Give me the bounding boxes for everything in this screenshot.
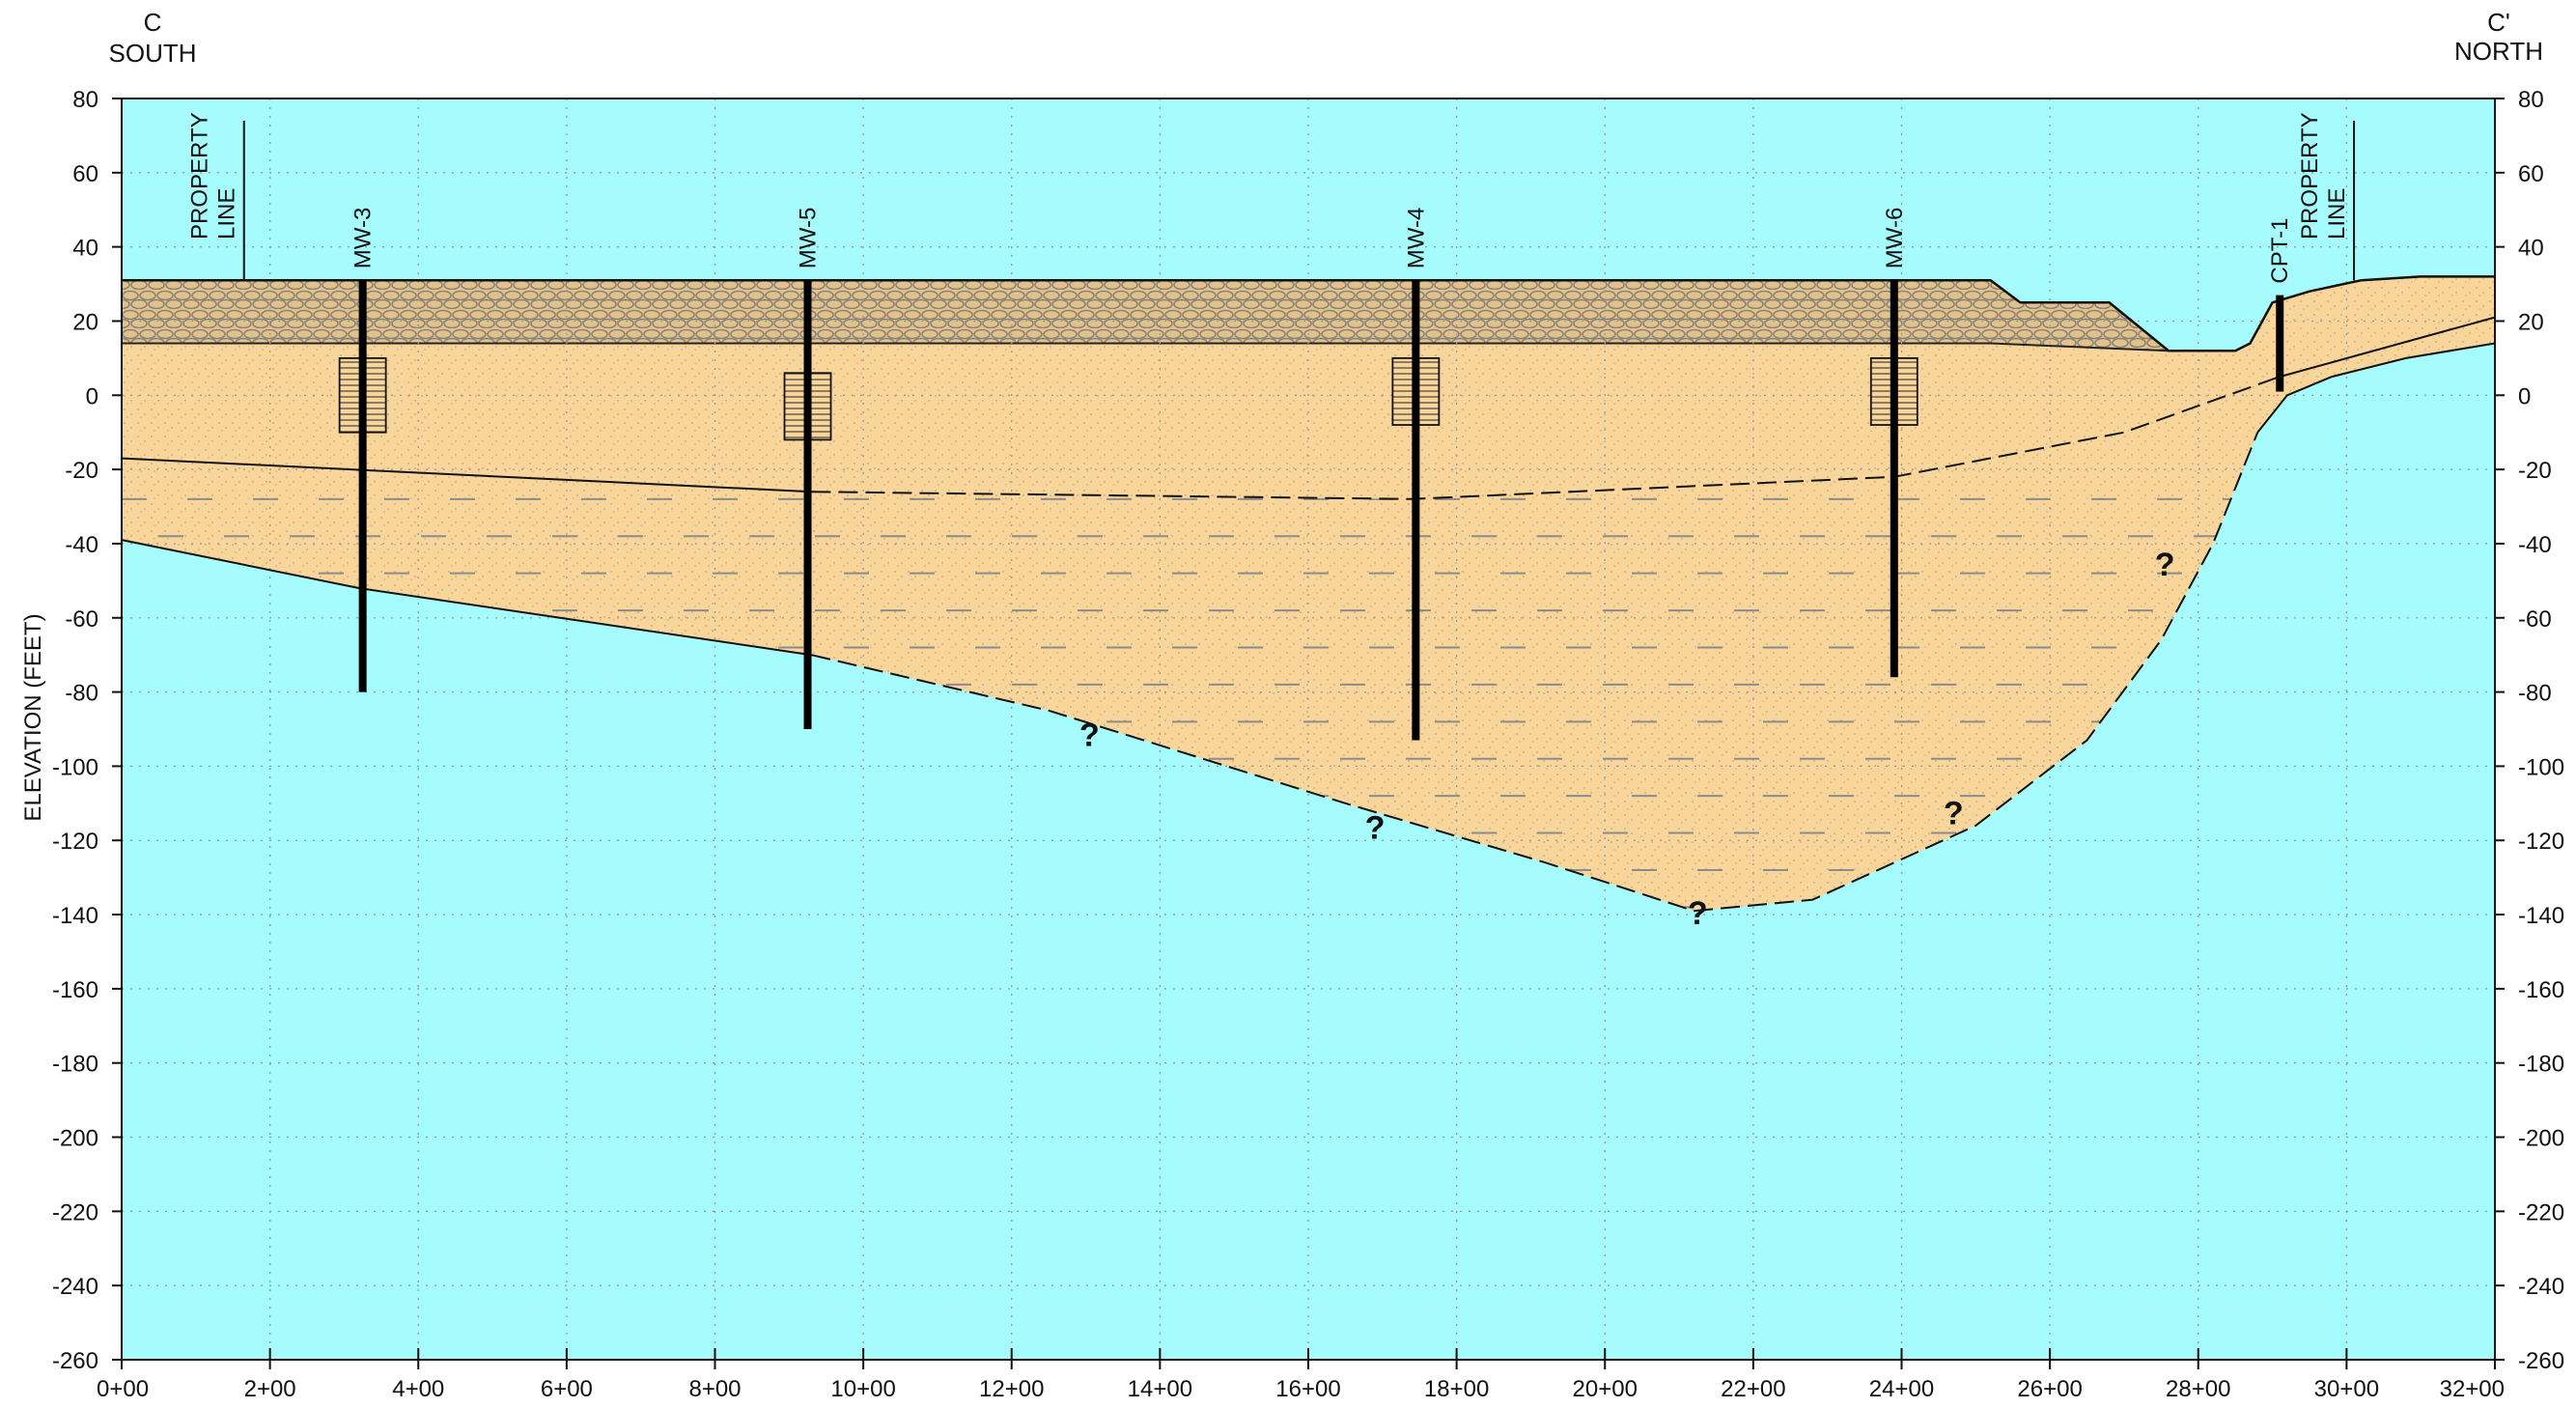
x-tick-label: 20+00 (1573, 1376, 1638, 1402)
y-tick-label-right: -220 (2518, 1199, 2564, 1225)
x-tick-label: 12+00 (979, 1376, 1044, 1402)
y-tick-label: 0 (86, 383, 98, 409)
y-tick-label: 20 (72, 309, 98, 335)
well-mw-6: MW-6 (1869, 208, 1918, 678)
fill-cobble-polygon (121, 279, 2236, 352)
well-cpt-1: CPT-1 (2267, 218, 2293, 392)
y-tick-label-right: -120 (2518, 829, 2564, 855)
y-tick-label-right: 40 (2518, 236, 2544, 262)
uncertain-contact-marker: ? (1365, 810, 1386, 847)
x-tick-label: 8+00 (688, 1376, 741, 1402)
x-tick-label: 30+00 (2314, 1376, 2379, 1402)
property-line-label: LINE (2324, 188, 2350, 239)
well-label: MW-4 (1403, 208, 1429, 269)
y-tick-label: -60 (65, 606, 98, 633)
x-tick-label: 26+00 (2017, 1376, 2082, 1402)
x-tick-label: 2+00 (244, 1376, 296, 1402)
wells-group: MW-3 MW-5 MW-4 MW-6 CPT-1 (338, 208, 2293, 741)
y-tick-label-right: -100 (2518, 754, 2564, 780)
plot-frame (121, 98, 2496, 1361)
y-tick-label-right: -180 (2518, 1052, 2564, 1078)
grid-lines (122, 99, 2495, 1360)
y-tick-label-right: 20 (2518, 309, 2544, 335)
bedrock-contact-dashed (811, 432, 2259, 913)
y-tick-label-right: 60 (2518, 161, 2544, 187)
y-tick-label: -20 (65, 458, 98, 484)
property-line-label: PROPERTY (187, 112, 213, 239)
y-tick-label: -100 (52, 754, 98, 780)
x-tick-label: 14+00 (1128, 1376, 1192, 1402)
x-tick-label: 0+00 (97, 1376, 149, 1402)
y-tick-label: -220 (52, 1199, 98, 1225)
y-tick-label-right: -140 (2518, 903, 2564, 929)
y-tick-label: -240 (52, 1274, 98, 1300)
interface-solid-line-north (2279, 316, 2496, 379)
right-end-letter: C' (2487, 8, 2510, 37)
left-end-direction: SOUTH (109, 39, 197, 68)
y-tick-label-right: -200 (2518, 1126, 2564, 1152)
question-marks: ????? (1079, 547, 2175, 932)
y-tick-label-right: -60 (2518, 606, 2552, 633)
y-tick-label-right: 80 (2518, 87, 2544, 113)
x-tick-label: 28+00 (2166, 1376, 2230, 1402)
y-tick-label: 80 (72, 87, 98, 113)
y-tick-label-right: -160 (2518, 977, 2564, 1003)
y-tick-label-right: -40 (2518, 532, 2552, 558)
y-axis-label: ELEVATION (FEET) (20, 613, 46, 821)
y-tick-label: -200 (52, 1126, 98, 1152)
x-tick-label: 18+00 (1424, 1376, 1489, 1402)
x-tick-label: 10+00 (830, 1376, 895, 1402)
x-tick-label: 32+00 (2440, 1376, 2505, 1402)
bedrock-contact-solid-north (2256, 342, 2496, 434)
y-tick-label-right: -80 (2518, 681, 2552, 707)
y-tick-label: -160 (52, 977, 98, 1003)
y-tick-label: -80 (65, 681, 98, 707)
y-tick-label: 40 (72, 236, 98, 262)
y-tick-label: -40 (65, 532, 98, 558)
uncertain-contact-marker: ? (2155, 547, 2175, 583)
x-tick-label: 4+00 (392, 1376, 444, 1402)
y-tick-label-right: -260 (2518, 1348, 2564, 1374)
y-tick-label-right: -240 (2518, 1274, 2564, 1300)
axis-ticks: 80 80 60 60 40 40 20 20 0 0 -20 -20 -40 -40 -60 -60 -80 -… (52, 87, 2564, 1402)
y-tick-label-right: 0 (2518, 383, 2531, 409)
right-end-direction: NORTH (2454, 37, 2543, 66)
well-label: MW-6 (1882, 208, 1908, 269)
y-tick-label: -140 (52, 903, 98, 929)
ground-surface-line (122, 275, 2495, 352)
well-label: MW-3 (350, 208, 377, 269)
well-label: CPT-1 (2267, 218, 2293, 284)
x-tick-label: 16+00 (1275, 1376, 1340, 1402)
well-mw-3: MW-3 (338, 208, 387, 692)
x-tick-label: 24+00 (1869, 1376, 1934, 1402)
y-tick-label-right: -20 (2518, 458, 2552, 484)
y-tick-label: -260 (52, 1348, 98, 1374)
well-mw-4: MW-4 (1391, 208, 1441, 741)
y-tick-label: -120 (52, 829, 98, 855)
well-label: MW-5 (796, 208, 822, 269)
x-tick-label: 22+00 (1721, 1376, 1785, 1402)
uncertain-contact-marker: ? (1079, 718, 1100, 754)
property-line-label: PROPERTY (2297, 112, 2323, 239)
y-tick-label: 60 (72, 161, 98, 187)
y-tick-label: -180 (52, 1052, 98, 1078)
x-tick-label: 6+00 (541, 1376, 593, 1402)
property-line-label: LINE (214, 188, 240, 239)
left-end-letter: C (144, 8, 162, 37)
fill-cobble-layer (121, 279, 2236, 352)
uncertain-contact-marker: ? (1944, 795, 1964, 831)
uncertain-contact-marker: ? (1688, 895, 1708, 932)
well-mw-5: MW-5 (783, 208, 832, 729)
interface-solid-line (121, 457, 812, 493)
